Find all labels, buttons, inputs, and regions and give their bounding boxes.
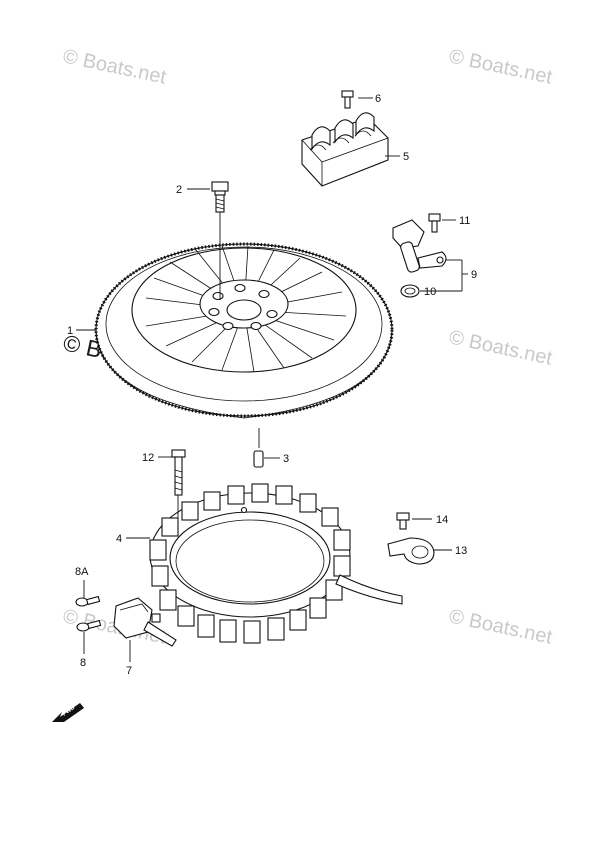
callout-1: 1 xyxy=(67,325,73,337)
part-10-o-ring xyxy=(400,284,420,298)
watermark-top-right: © Boats.net xyxy=(447,45,555,88)
watermark-top-left: © Boats.net xyxy=(61,45,169,88)
part-9-sensor xyxy=(392,219,447,273)
callout-5: 5 xyxy=(403,151,409,163)
callout-11: 11 xyxy=(459,215,470,227)
part-4-stator xyxy=(149,483,403,644)
part-8a-screw xyxy=(75,595,101,607)
callout-7: 7 xyxy=(126,665,132,677)
callout-2: 2 xyxy=(176,184,182,196)
part-14-bolt xyxy=(396,512,410,530)
callout-4: 4 xyxy=(116,533,122,545)
callout-9: 9 xyxy=(471,269,477,281)
part-5-cable-holder xyxy=(301,112,389,187)
watermark-bottom-right: © Boats.net xyxy=(447,605,555,648)
watermark-mid-right: © Boats.net xyxy=(447,326,555,369)
part-7-pulser-coil xyxy=(113,597,177,647)
callout-8a: 8A xyxy=(75,566,89,578)
callout-12: 12 xyxy=(142,452,154,464)
part-6-bolt xyxy=(341,90,354,109)
part-11-bolt xyxy=(428,213,441,233)
leader-lines xyxy=(76,97,468,662)
part-1-flywheel xyxy=(94,242,394,419)
callout-3: 3 xyxy=(283,453,289,465)
part-13-clamp xyxy=(387,537,435,565)
fwd-arrow-icon: FWD xyxy=(52,703,84,722)
callout-6: 6 xyxy=(375,93,381,105)
part-3-pin xyxy=(253,450,264,468)
callout-8: 8 xyxy=(80,657,86,669)
part-8-screw xyxy=(76,619,102,632)
callout-14: 14 xyxy=(436,514,448,526)
callout-13: 13 xyxy=(455,545,467,557)
part-2-bolt xyxy=(211,181,229,213)
callout-labels: 6 5 2 1 3 4 12 11 9 10 14 13 8A 8 7 xyxy=(67,93,477,677)
callout-10: 10 xyxy=(424,286,436,298)
part-12-bolt xyxy=(171,449,186,496)
